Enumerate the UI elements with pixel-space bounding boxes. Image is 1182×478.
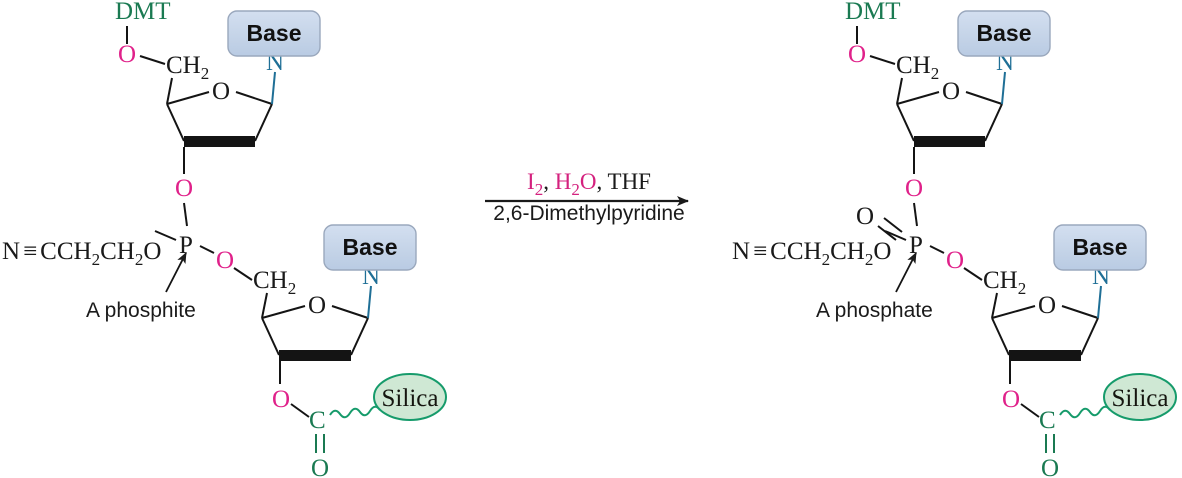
bond-c1-n-lower-right (1097, 285, 1102, 319)
bond-o-ch2-right (869, 55, 896, 65)
product-structure: DMT O CH2 O N Base O P O N≡CCH2CH2O O CH… (732, 0, 1177, 478)
carbonyl-oxygen-left: O (311, 455, 329, 478)
bond-c1-n-lower-left (367, 285, 372, 319)
ring-wedge-lower-left (279, 350, 351, 361)
bond-c1-n-left (271, 71, 276, 105)
bond-ch2-ring-left (166, 77, 173, 105)
o-3prime-left: O (175, 175, 193, 202)
ring-bond-c4-o-lower-left (261, 305, 306, 319)
phosphoryl-oxygen-right: O (856, 203, 874, 230)
ring-bond-c1-c2-lower-left (350, 317, 369, 356)
base-label-top-left: Base (247, 20, 302, 46)
ch2-top-left: CH2 (166, 52, 209, 83)
o-ester-left: O (216, 247, 234, 274)
base-box-bottom-left (323, 224, 417, 271)
bond-o-ch2-lower-right (963, 267, 983, 281)
ring-oxygen-right: O (942, 78, 960, 105)
o-ester-right: O (946, 247, 964, 274)
carbonyl-carbon-left: C (309, 407, 326, 434)
callout-pointer-left (165, 252, 187, 293)
bond-o-carbonyl-left (290, 403, 310, 418)
ch2-bottom-left: CH2 (253, 267, 296, 298)
base-box-top-left (227, 10, 321, 57)
ring-bond-c4-c3-lower-left (261, 317, 280, 356)
o-dmt-left: O (118, 41, 136, 68)
bond-o-ch2-lower-left (233, 267, 253, 281)
ring-bond-o-c1-lower-left (331, 305, 369, 319)
ring-wedge-c3-c2-left (184, 136, 255, 147)
ring-bond-c4-c3-right (896, 103, 915, 142)
cyanoethyl-chain-right: N≡CCH2CH2O (732, 238, 891, 269)
bond-o-carbonyl-right (1020, 403, 1040, 418)
ring-bond-c4-c3-left (166, 103, 185, 142)
bond-ch2-ring-lower-left (261, 292, 268, 319)
ring-bond-o-c1-left (235, 91, 273, 105)
ch2-top-right: CH2 (896, 52, 939, 83)
ring-wedge-c3-c2-right (914, 136, 985, 147)
bond-o-ch2-left (139, 55, 166, 65)
bond-p-o-ester-left (199, 245, 215, 254)
callout-pointer-right (895, 252, 917, 293)
ring-bond-c4-o-right (896, 91, 940, 105)
ring-bond-c4-o-lower-right (991, 305, 1036, 319)
bond-ch2-ring-right (896, 77, 903, 105)
base-box-bottom-right (1053, 224, 1147, 271)
o-dmt-right: O (848, 41, 866, 68)
carbonyl-oxygen-right: O (1041, 455, 1059, 478)
ring-bond-c1-c2-left (254, 103, 273, 142)
bond-p-o-ester-right (929, 245, 945, 254)
base-label-top-right: Base (977, 20, 1032, 46)
base-label-bottom-left: Base (343, 234, 398, 260)
cyanoethyl-chain-left: N≡CCH2CH2O (2, 238, 161, 269)
bond-p-o-cyanoethyl-left (154, 230, 177, 241)
ch2-bottom-right: CH2 (983, 267, 1026, 298)
ring-bond-c4-c3-lower-right (991, 317, 1010, 356)
ring-bond-c4-o-left (166, 91, 210, 105)
bond-o-p-right (913, 202, 918, 227)
silica-ellipse-right (1103, 373, 1177, 421)
o-linker-right: O (1002, 386, 1020, 413)
silica-label-right: Silica (1112, 385, 1169, 412)
reaction-conditions: I2, H2O, THF 2,6-Dimethylpyridine (485, 169, 689, 225)
o-linker-left: O (272, 386, 290, 413)
ring-oxygen-left: O (212, 78, 230, 105)
phosphoryl-double-bond-a (883, 217, 903, 233)
ring-bond-c1-c2-lower-right (1080, 317, 1099, 356)
ring-bond-o-c1-right (965, 91, 1003, 105)
ring-bond-c1-c2-right (984, 103, 1003, 142)
dmt-label-left: DMT (115, 0, 171, 25)
ring-oxygen-lower-left: O (308, 292, 326, 319)
bond-o-p-left (183, 202, 188, 227)
callout-label-phosphate: A phosphate (816, 299, 933, 322)
base-label-bottom-right: Base (1073, 234, 1128, 260)
catalyst-below-arrow: 2,6-Dimethylpyridine (493, 202, 684, 225)
silica-ellipse-left (373, 373, 447, 421)
reagents-above-arrow: I2, H2O, THF (527, 169, 651, 199)
callout-label-phosphite: A phosphite (86, 299, 196, 322)
bond-p-o-cyanoethyl-right (884, 230, 907, 241)
phosphoryl-double-bond-b (877, 225, 897, 241)
ring-wedge-lower-right (1009, 350, 1081, 361)
ring-bond-o-c1-lower-right (1061, 305, 1099, 319)
ring-oxygen-lower-right: O (1038, 292, 1056, 319)
base-box-top-right (957, 10, 1051, 57)
carbonyl-carbon-right: C (1039, 407, 1056, 434)
o-3prime-right: O (905, 175, 923, 202)
reactant-structure: DMT O CH2 O N Base O P N≡CCH2CH2O O (2, 0, 447, 478)
squiggly-bond-right (1059, 405, 1111, 419)
squiggly-bond-left (329, 405, 381, 419)
bond-c1-n-right (1001, 71, 1006, 105)
bond-ch2-ring-lower-right (991, 292, 998, 319)
silica-label-left: Silica (382, 385, 439, 412)
dmt-label-right: DMT (845, 0, 901, 25)
